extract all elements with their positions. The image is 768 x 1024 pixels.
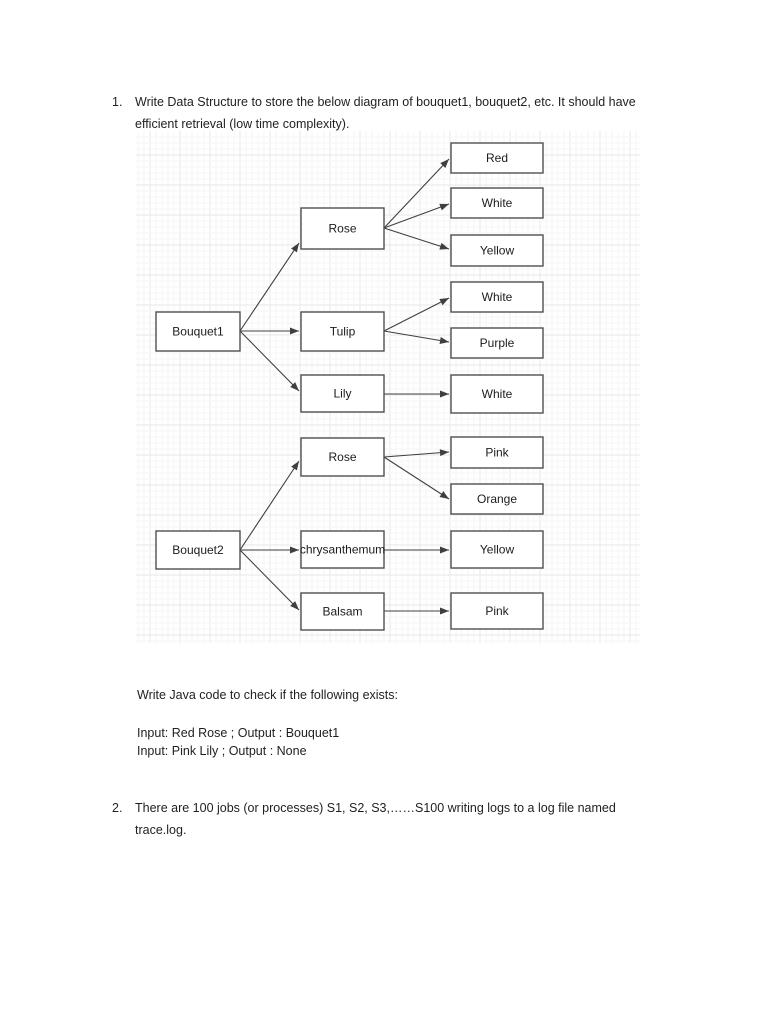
diagram-edge-bouquet1-to-rose1 (239, 242, 300, 332)
diagram-node-box (450, 327, 544, 359)
diagram-node-box (300, 311, 385, 352)
diagram-node-label: Pink (485, 446, 509, 460)
diagram-node-box (300, 437, 385, 477)
diagram-node-chrysanthemum: chrysanthemum (300, 530, 385, 569)
diagram-edge-rose2-to-orange (383, 456, 450, 500)
diagram-edge-rose1-to-white1 (383, 203, 450, 229)
diagram-node-label: Yellow (480, 244, 515, 258)
question-1-number: 1. (112, 95, 123, 109)
diagram-node-box (300, 207, 385, 250)
diagram-node-box (300, 592, 385, 631)
diagram-edges (239, 158, 450, 615)
diagram-node-red: Red (450, 142, 544, 174)
diagram-node-white3: White (450, 374, 544, 414)
diagram-edge-tulip-to-white2 (383, 297, 450, 332)
diagram-node-label: Purple (480, 336, 515, 350)
diagram-node-white2: White (450, 281, 544, 313)
diagram-node-box (300, 530, 385, 569)
diagram-node-label: White (482, 290, 513, 304)
diagram-node-label: Bouquet2 (172, 543, 224, 557)
diagram-node-label: Orange (477, 492, 517, 506)
question-2: 2. There are 100 jobs (or processes) S1,… (112, 797, 664, 841)
diagram-node-label: Pink (485, 604, 509, 618)
diagram-node-lily: Lily (300, 374, 385, 413)
diagram-node-label: Yellow (480, 543, 515, 557)
diagram-node-box (450, 234, 544, 267)
diagram-node-pink1: Pink (450, 436, 544, 469)
diagram-edge-rose1-to-yellow1 (383, 227, 450, 250)
question-1: 1. Write Data Structure to store the bel… (112, 91, 664, 135)
diagram-node-label: Tulip (330, 325, 356, 339)
diagram-node-label: Balsam (322, 605, 362, 619)
diagram-node-label: White (482, 196, 513, 210)
java-code-instruction: Write Java code to check if the followin… (137, 688, 398, 702)
diagram-node-label: Red (486, 151, 508, 165)
diagram-node-label: chrysanthemum (300, 543, 385, 557)
io-example-1: Input: Red Rose ; Output : Bouquet1 (137, 726, 340, 740)
diagram-node-orange: Orange (450, 483, 544, 515)
diagram-edge-bouquet2-to-balsam (239, 549, 300, 611)
diagram-node-yellow1: Yellow (450, 234, 544, 267)
diagram-node-box (450, 281, 544, 313)
diagram-node-box (155, 530, 241, 570)
bouquet-flower-diagram: Bouquet1Bouquet2RoseTulipLilyRosechrysan… (136, 131, 640, 643)
diagram-node-box (450, 592, 544, 630)
diagram-node-balsam: Balsam (300, 592, 385, 631)
diagram-nodes: Bouquet1Bouquet2RoseTulipLilyRosechrysan… (155, 142, 544, 631)
diagram-edge-rose1-to-red (383, 158, 450, 229)
diagram-node-label: Rose (328, 222, 356, 236)
diagram-node-label: Lily (333, 387, 351, 401)
diagram-node-bouquet1: Bouquet1 (155, 311, 241, 352)
io-example-2: Input: Pink Lily ; Output : None (137, 744, 307, 758)
diagram-node-box (300, 374, 385, 413)
diagram-node-pink2: Pink (450, 592, 544, 630)
diagram-node-box (450, 483, 544, 515)
diagram-node-box (450, 530, 544, 569)
diagram-node-rose2: Rose (300, 437, 385, 477)
diagram-node-bouquet2: Bouquet2 (155, 530, 241, 570)
diagram-node-label: White (482, 387, 513, 401)
diagram-edge-bouquet1-to-lily (239, 330, 300, 392)
diagram-node-white1: White (450, 187, 544, 219)
question-1-text: Write Data Structure to store the below … (135, 95, 636, 131)
diagram-node-box (450, 436, 544, 469)
diagram-node-box (155, 311, 241, 352)
diagram-node-purple: Purple (450, 327, 544, 359)
diagram-edge-tulip-to-purple (383, 330, 450, 344)
diagram-node-label: Rose (328, 450, 356, 464)
diagram-edge-bouquet2-to-rose2 (239, 460, 300, 551)
diagram-node-box (450, 142, 544, 174)
diagram-node-yellow2: Yellow (450, 530, 544, 569)
diagram-node-box (450, 374, 544, 414)
diagram-node-tulip: Tulip (300, 311, 385, 352)
diagram-node-box (450, 187, 544, 219)
diagram-edge-rose2-to-pink1 (383, 449, 450, 458)
question-2-text: There are 100 jobs (or processes) S1, S2… (135, 801, 616, 837)
diagram-node-rose1: Rose (300, 207, 385, 250)
diagram-node-label: Bouquet1 (172, 325, 224, 339)
question-2-number: 2. (112, 801, 123, 815)
